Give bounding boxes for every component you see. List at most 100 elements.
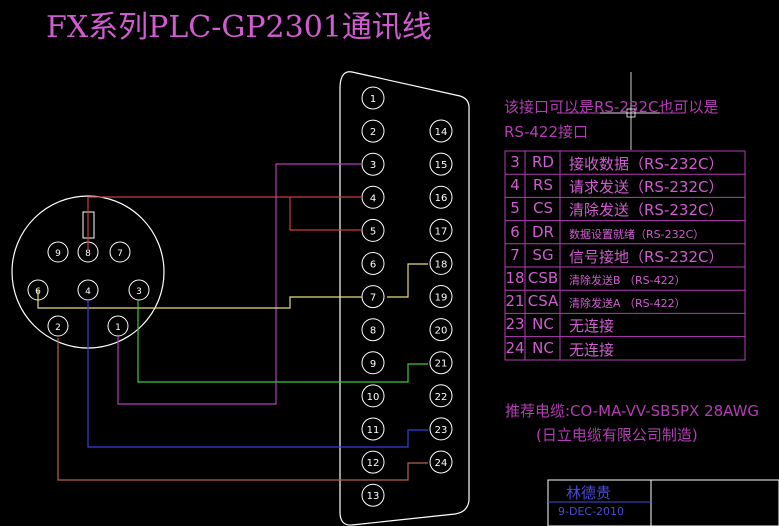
db25-pin-9: 9 [361,351,385,375]
pin-label: 8 [85,249,91,259]
signal-pin-number: 4 [510,176,520,195]
signal-pin-number: 7 [510,245,520,264]
signal-pin-number: 21 [505,292,525,311]
db25-pin-20: 20 [429,318,453,342]
pin-label: 12 [367,458,380,469]
wire-yellow-pin5-to-7 [37,290,362,309]
signal-name: CSA [527,292,559,311]
db25-pin-21: 21 [429,351,453,375]
signal-table-row: 3 RD 接收数据（RS-232C） [505,151,745,174]
pin-label: 22 [435,392,448,403]
signal-pin-number: 23 [505,315,525,334]
db25-pin-7: 7 [361,285,385,309]
db25-pin-15: 15 [429,152,453,176]
pin-label: 21 [435,359,448,370]
wire-blue-pin4-to-23 [87,300,428,448]
db25-pin-16: 16 [429,185,453,209]
signal-table-grid [505,151,745,360]
din8-pin-2: 2 [47,315,69,337]
pin-label: 13 [367,491,380,502]
db25-pin-17: 17 [429,218,453,242]
db25-pin-22: 22 [429,384,453,408]
db25-pin-6: 6 [361,252,385,275]
cable-manufacturer: (日立电缆有限公司制造) [536,426,698,444]
signal-description: 清除发送B （RS-422） [569,274,686,287]
pin-label: 19 [435,293,448,304]
cable-recommendation: 推荐电缆:CO-MA-VV-SB5PX 28AWG [505,402,760,420]
signal-description: 数据设置就绪（RS-232C） [569,227,705,241]
db25-pin-11: 11 [361,417,385,441]
signal-table-border [504,150,746,361]
title-block-box [547,479,779,526]
wire-red-pin8-to-4 [87,196,362,250]
signal-name: NC [532,338,554,357]
signal-name: CSB [527,269,559,287]
signal-description: 无连接 [569,340,615,359]
pin-label: 16 [435,193,448,204]
signal-name: DR [532,222,554,241]
interface-note-line2: RS-422接口 [504,123,588,141]
interface-note-line1: 该接口可以是RS-232C也可以是 [504,98,719,116]
wire-red-pin4-to-5 [289,197,362,231]
pin-label: 14 [435,127,448,138]
pin-label: 3 [136,287,142,297]
signal-name: RD [532,153,554,171]
din8-pin-3: 3 [128,279,150,301]
db25-connector-outline [339,71,470,526]
pin-label: 24 [435,458,448,469]
wire-magenta-pin1-to-3 [117,163,362,405]
signal-description: 接收数据（RS-232C） [569,155,724,173]
wire-yellow-7-to-18 [387,263,428,298]
db25-pin-12: 12 [361,450,385,474]
din8-pin-7: 7 [109,241,131,263]
crosshair-box [626,108,636,118]
pin-label: 9 [55,249,61,259]
db25-pin-5: 5 [361,218,385,242]
diagram-title: FX系列PLC-GP2301通讯线 [46,10,432,45]
din8-pin-9: 9 [47,241,69,263]
signal-name: NC [532,315,554,334]
pin-label: 1 [370,94,376,105]
pin-label: 2 [370,127,376,138]
pin-label: 18 [435,259,448,270]
pin-label: 5 [370,226,376,237]
signal-pin-number: 24 [505,338,525,357]
din8-pin-1: 1 [107,315,129,337]
pin-label: 2 [55,323,61,333]
db25-pin-2: 2 [361,119,385,143]
pin-label: 15 [435,160,448,171]
signal-description: 清除发送（RS-232C） [569,201,724,220]
signal-description: 信号接地（RS-232C） [569,247,724,266]
pin-label: 20 [435,326,448,337]
signal-table-row: 24 NC 无连接 [505,337,745,360]
wire-green-pin3-to-21 [137,300,428,383]
pin-label: 17 [435,226,448,237]
pin-label: 1 [115,323,121,333]
db25-right-pins: 14 15 16 17 18 19 20 21 22 23 24 [429,119,453,474]
db25-pin-10: 10 [361,384,385,408]
db25-pin-8: 8 [361,318,385,342]
db25-pin-4: 4 [361,185,385,209]
db25-pin-18: 18 [429,251,453,275]
title-block-date: 9-DEC-2010 [558,505,625,518]
signal-pin-number: 3 [510,153,520,171]
wire-brown-pin2-to-24 [57,338,428,481]
db25-pin-3: 3 [361,152,385,176]
pin-label: 6 [370,260,376,271]
db25-pin-1: 1 [361,86,385,110]
pin-label: 23 [435,425,448,436]
db25-pin-14: 14 [429,119,453,143]
pin-label: 4 [370,193,376,204]
pin-label: 7 [117,249,123,259]
db25-pin-19: 19 [429,285,453,308]
